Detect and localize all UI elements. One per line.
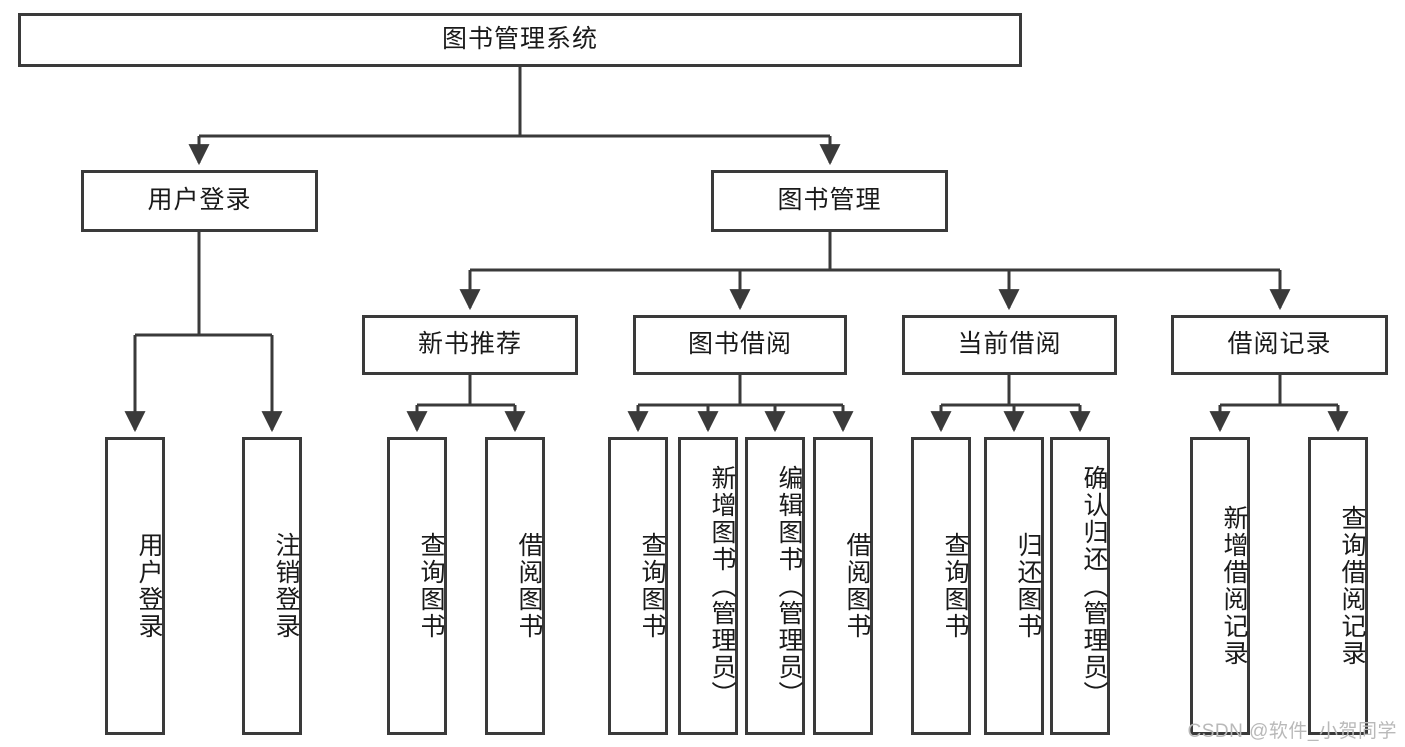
leaf-logout-label: 注销登录 xyxy=(272,532,300,640)
node-book-borrowing[interactable]: 图书借阅 xyxy=(633,315,847,375)
node-root-label: 图书管理系统 xyxy=(441,25,598,54)
leaf-user-login-label: 用户登录 xyxy=(135,532,163,640)
leaf-user-login[interactable]: 用户登录 xyxy=(105,437,165,735)
leaf-logout[interactable]: 注销登录 xyxy=(242,437,302,735)
csdn-watermark: CSDN @软件_小贺同学 xyxy=(1187,721,1397,742)
node-new-book-recommendation-label: 新书推荐 xyxy=(417,330,522,359)
leaf-query-borrow-record[interactable]: 查询借阅记录 xyxy=(1308,437,1368,735)
leaf-query-books-current-label: 查询图书 xyxy=(941,532,969,640)
leaf-confirm-return-admin[interactable]: 确认归还（管理员） xyxy=(1050,437,1110,735)
leaf-query-books-new[interactable]: 查询图书 xyxy=(387,437,447,735)
leaf-add-book-admin-label: 新增图书（管理员） xyxy=(708,464,736,708)
node-user-login[interactable]: 用户登录 xyxy=(81,170,318,232)
leaf-query-books-borrow-label: 查询图书 xyxy=(638,532,666,640)
leaf-query-books-new-label: 查询图书 xyxy=(417,532,445,640)
leaf-confirm-return-admin-label: 确认归还（管理员） xyxy=(1080,464,1108,708)
node-borrowing-records-label: 借阅记录 xyxy=(1227,330,1332,359)
leaf-add-borrow-record-label: 新增借阅记录 xyxy=(1220,505,1248,667)
leaf-edit-book-admin[interactable]: 编辑图书（管理员） xyxy=(745,437,805,735)
leaf-return-books[interactable]: 归还图书 xyxy=(984,437,1044,735)
node-new-book-recommendation[interactable]: 新书推荐 xyxy=(362,315,578,375)
node-current-borrowing-label: 当前借阅 xyxy=(957,330,1062,359)
node-user-login-label: 用户登录 xyxy=(147,186,252,215)
node-root[interactable]: 图书管理系统 xyxy=(18,13,1022,67)
leaf-borrow-books[interactable]: 借阅图书 xyxy=(813,437,873,735)
leaf-borrow-books-new-label: 借阅图书 xyxy=(515,532,543,640)
node-book-borrowing-label: 图书借阅 xyxy=(687,330,792,359)
leaf-query-borrow-record-label: 查询借阅记录 xyxy=(1338,505,1366,667)
leaf-edit-book-admin-label: 编辑图书（管理员） xyxy=(775,464,803,708)
leaf-return-books-label: 归还图书 xyxy=(1014,532,1042,640)
leaf-query-books-current[interactable]: 查询图书 xyxy=(911,437,971,735)
node-book-management-label: 图书管理 xyxy=(777,186,882,215)
node-book-management[interactable]: 图书管理 xyxy=(711,170,948,232)
node-current-borrowing[interactable]: 当前借阅 xyxy=(902,315,1117,375)
leaf-query-books-borrow[interactable]: 查询图书 xyxy=(608,437,668,735)
leaf-add-book-admin[interactable]: 新增图书（管理员） xyxy=(678,437,738,735)
leaf-add-borrow-record[interactable]: 新增借阅记录 xyxy=(1190,437,1250,735)
node-borrowing-records[interactable]: 借阅记录 xyxy=(1171,315,1388,375)
leaf-borrow-books-label: 借阅图书 xyxy=(843,532,871,640)
leaf-borrow-books-new[interactable]: 借阅图书 xyxy=(485,437,545,735)
